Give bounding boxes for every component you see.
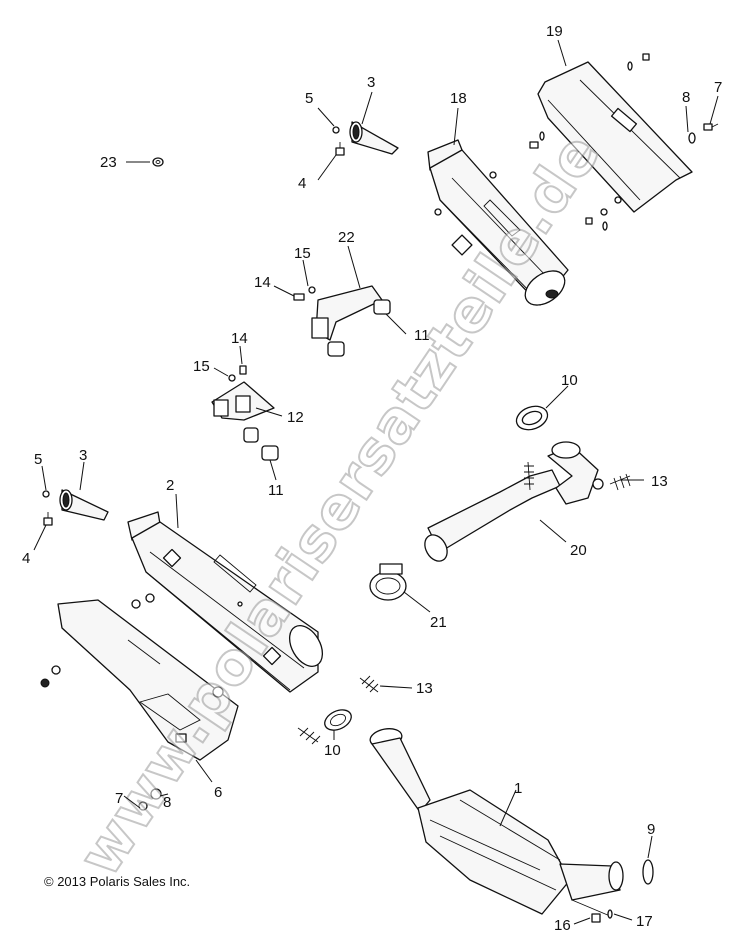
part-4-upper-bolt: [335, 142, 345, 156]
part-1-main-pipe: [369, 728, 624, 917]
part-4-lower-bolt: [43, 512, 53, 526]
part-6-heat-shield: [51, 599, 239, 761]
part-9-gasket: [642, 859, 654, 885]
callout-13-lower: 13: [416, 680, 433, 697]
part-23-washer: [152, 157, 164, 167]
part-7-shield-bolts: [529, 53, 719, 225]
part-15-upper-nut: [308, 286, 316, 294]
callout-5-upper: 5: [305, 90, 313, 107]
callout-4-upper: 4: [298, 175, 306, 192]
part-11-lower-grommets: [243, 427, 279, 461]
callout-17: 17: [636, 913, 653, 930]
part-10-lower-gasket: [324, 709, 352, 731]
part-3-lower-tip: [59, 489, 109, 521]
callout-5-lower: 5: [34, 451, 42, 468]
part-8-shield-washers: [539, 61, 696, 231]
part-14-lower-bolt: [239, 365, 247, 375]
callout-14-upper: 14: [254, 274, 271, 291]
part-15-lower-nut: [228, 374, 236, 382]
callout-15-upper: 15: [294, 245, 311, 262]
part-14-upper-bolt: [293, 293, 305, 301]
callout-11-upper: 11: [414, 327, 430, 344]
part-5-lower-nut: [42, 490, 50, 498]
callout-21: 21: [430, 614, 447, 631]
part-22-bracket: [311, 285, 383, 341]
callout-13-upper: 13: [651, 473, 668, 490]
callout-11-lower: 11: [268, 482, 284, 499]
callout-15-lower: 15: [193, 358, 210, 375]
callout-10-lower: 10: [324, 742, 341, 759]
callout-7-upper: 7: [714, 79, 722, 96]
part-21-clamp: [369, 563, 407, 601]
callout-18: 18: [450, 90, 467, 107]
part-13-lower-springs: [297, 675, 379, 745]
callout-4-lower: 4: [22, 550, 30, 567]
callout-7-lower: 7: [115, 790, 123, 807]
callout-1: 1: [514, 780, 522, 797]
callout-10-upper: 10: [561, 372, 578, 389]
callout-14-lower: 14: [231, 330, 248, 347]
callout-8-lower: 8: [163, 794, 171, 811]
callout-3-lower: 3: [79, 447, 87, 464]
part-8-lower-washers: [145, 593, 162, 800]
callout-2: 2: [166, 477, 174, 494]
part-7-lower-bolts: [40, 678, 148, 811]
leader-lines: [33, 39, 719, 925]
part-10-upper-gasket: [515, 405, 549, 431]
part-17-washer: [607, 909, 613, 919]
callout-3-upper: 3: [367, 74, 375, 91]
part-16-nut: [591, 913, 601, 923]
callout-20: 20: [570, 542, 587, 559]
part-20-head-pipe: [424, 441, 604, 562]
callout-6: 6: [214, 784, 222, 801]
copyright-notice: © 2013 Polaris Sales Inc.: [44, 874, 191, 889]
callout-labels: 23 5 3 4 18 19 8 7 22 15 14 11 14 15 12 …: [22, 23, 722, 934]
part-11-upper-grommets: [327, 299, 391, 357]
callout-12: 12: [287, 409, 304, 426]
part-18-upper-muffler: [427, 139, 569, 306]
callout-19: 19: [546, 23, 563, 40]
part-19-heat-shield: [537, 61, 693, 216]
callout-22: 22: [338, 229, 355, 246]
part-3-upper-tip: [349, 121, 399, 155]
callout-9: 9: [647, 821, 655, 838]
part-2-lower-muffler: [127, 511, 324, 693]
part-12-bracket: [211, 381, 275, 421]
callout-23: 23: [100, 154, 117, 171]
callout-16: 16: [554, 917, 571, 934]
part-5-upper-nut: [332, 126, 340, 134]
callout-8-upper: 8: [682, 89, 690, 106]
